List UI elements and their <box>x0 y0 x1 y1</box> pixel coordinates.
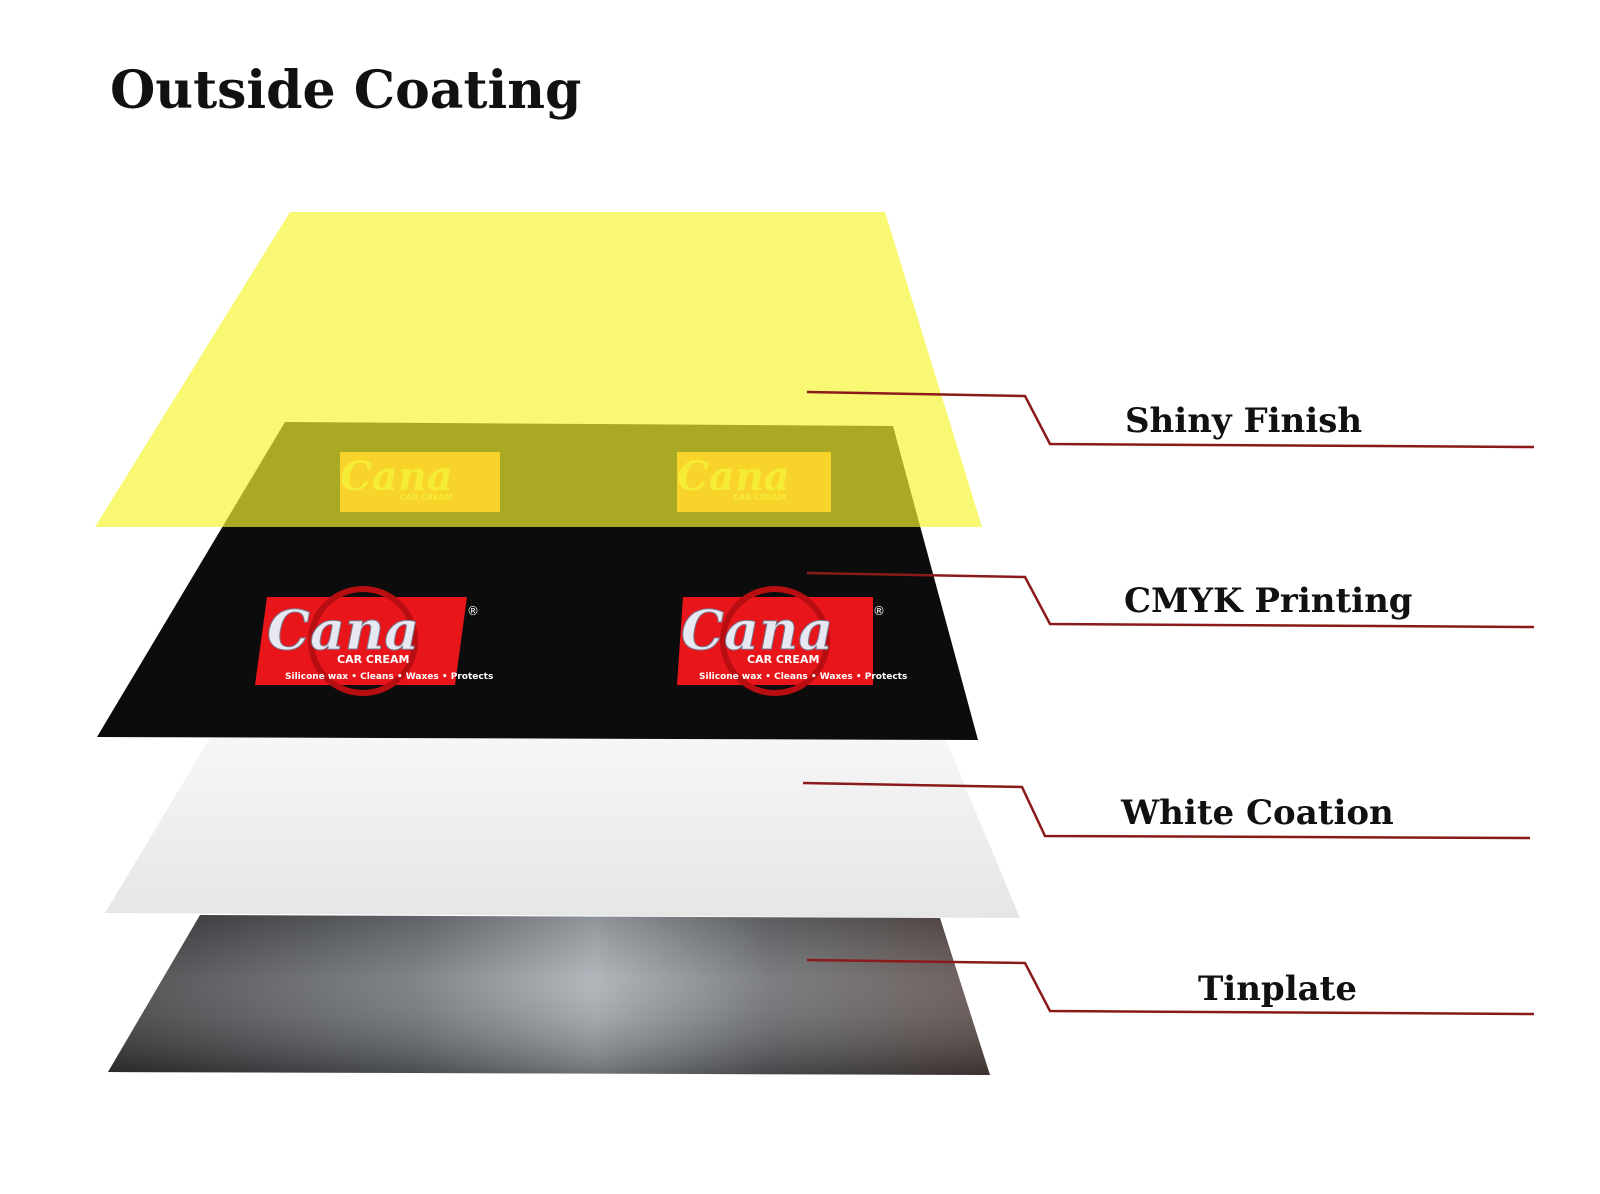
layer-tinplate <box>108 915 990 1075</box>
page-title: Outside Coating <box>110 60 582 121</box>
logo-left-lower-registered: ® <box>467 604 479 618</box>
leader-line-shiny-finish <box>806 390 1535 449</box>
leader-lines <box>802 390 1535 1016</box>
logo-right-lower-ring <box>720 586 830 696</box>
logo-right-lower-registered: ® <box>873 604 885 618</box>
logo-right-lower-subtitle: CAR CREAM <box>747 653 819 666</box>
label-white-coation: White Coation <box>1120 793 1394 833</box>
logo-right-lower: Cana ® CAR CREAM Silicone wax • Cleans •… <box>677 586 907 696</box>
tinplate-shade <box>108 915 990 1075</box>
logo-left-lower-tagline: Silicone wax • Cleans • Waxes • Protects <box>285 672 493 682</box>
logo-right-lower-tagline: Silicone wax • Cleans • Waxes • Protects <box>699 672 907 682</box>
leader-line-white-coation <box>802 781 1531 840</box>
logo-left-lower-ring <box>308 586 418 696</box>
shiny-finish-sheet <box>95 212 982 527</box>
leader-line-cmyk-printing <box>806 571 1535 629</box>
label-tinplate: Tinplate <box>1198 969 1357 1009</box>
label-shiny-finish: Shiny Finish <box>1125 401 1362 441</box>
label-cmyk-printing: CMYK Printing <box>1124 581 1413 621</box>
layer-white-coation <box>105 738 1020 918</box>
layer-shiny-finish <box>95 212 982 527</box>
logo-right-lower-wordmark: Cana <box>681 598 833 662</box>
logo-left-lower-subtitle: CAR CREAM <box>337 653 409 666</box>
leader-line-tinplate <box>806 958 1535 1016</box>
logo-left-lower-wordmark: Cana <box>267 598 419 662</box>
logo-left-lower-plate <box>255 597 467 685</box>
logo-left-lower: Cana ® CAR CREAM Silicone wax • Cleans •… <box>255 586 493 696</box>
white-coation-sheet <box>105 738 1020 918</box>
